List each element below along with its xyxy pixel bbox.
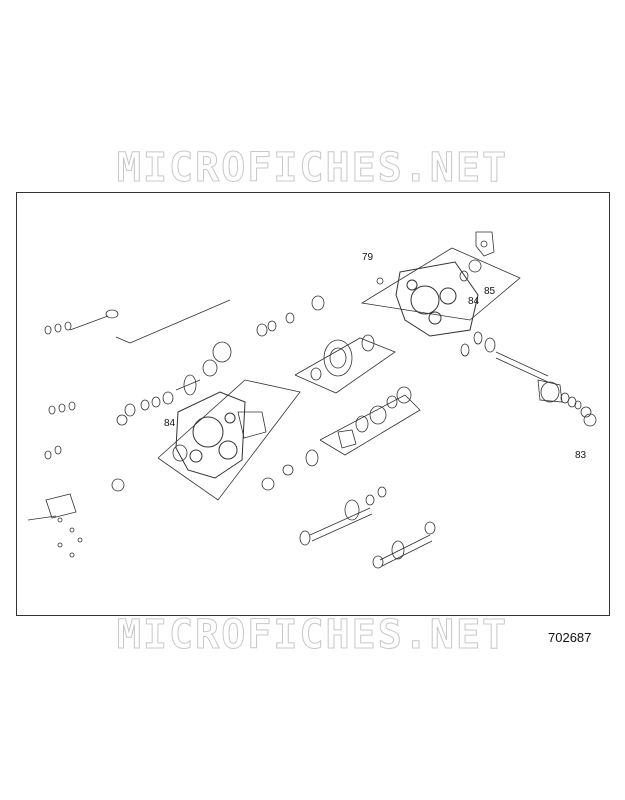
gear-train-upper-left (116, 295, 325, 426)
callout-84-main: 84 (164, 418, 176, 429)
housing-right (395, 261, 479, 337)
gear-large (310, 334, 375, 381)
callout-84-upper: 84 (468, 296, 480, 307)
watermark-top: MICROFICHES.NET (116, 145, 509, 192)
output-shaft (460, 331, 597, 427)
small-parts-left (27, 321, 125, 558)
group-outline-main (157, 379, 301, 501)
plug-79 (376, 277, 384, 285)
callout-79: 79 (362, 252, 374, 263)
group-outline-middle (294, 337, 396, 394)
shaft-lower-1 (299, 486, 387, 546)
group-outline-upper-right (360, 247, 521, 321)
housing-main (175, 391, 246, 479)
washers-mid (261, 449, 319, 491)
drawing-number: 702687 (548, 630, 592, 645)
callout-85: 85 (484, 286, 496, 297)
watermark-bottom: MICROFICHES.NET (116, 612, 509, 659)
gasket-plate (237, 411, 267, 439)
shaft-lower-2 (372, 521, 436, 569)
callout-83: 83 (575, 450, 587, 461)
group-outline-shaft (319, 394, 421, 456)
bracket-top-right (475, 231, 495, 257)
gear-cluster (337, 386, 412, 449)
diagram-frame (16, 192, 610, 616)
seal-85 (468, 259, 482, 273)
seal-84-main (172, 444, 188, 462)
shift-fork-assembly (69, 299, 231, 344)
